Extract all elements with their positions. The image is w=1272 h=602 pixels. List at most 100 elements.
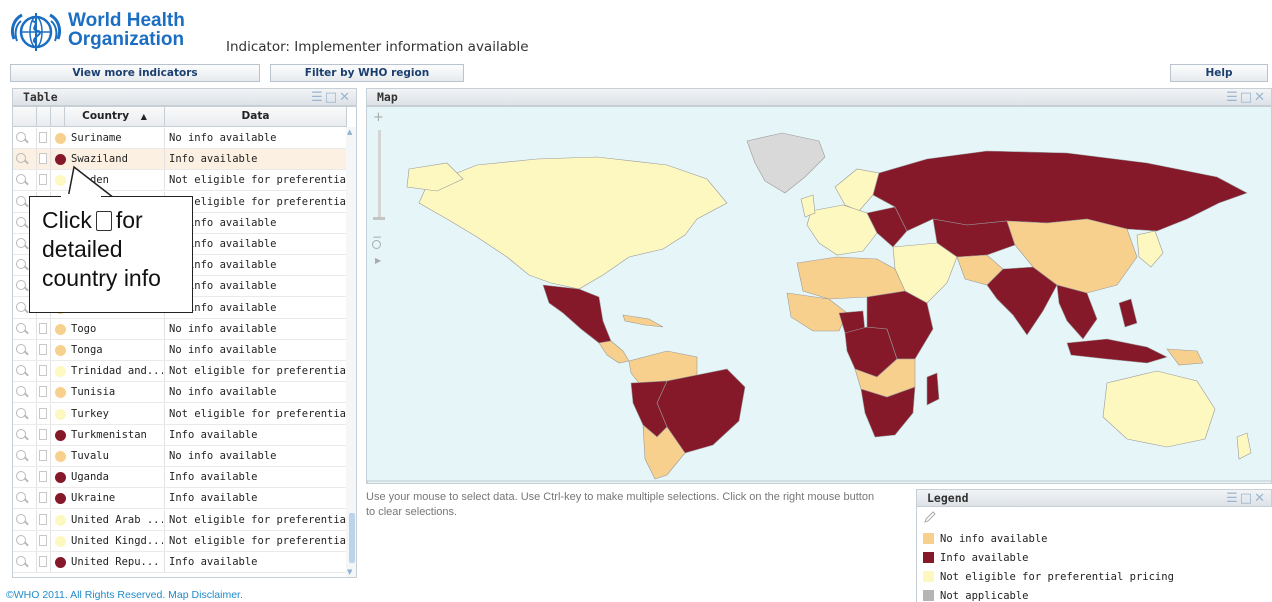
map-region-antarctica[interactable] [367, 480, 1272, 484]
menu-icon[interactable]: ☰ [1226, 90, 1240, 105]
map-region-north-america[interactable] [418, 156, 728, 290]
table-row[interactable]: United Repu...Info available [13, 552, 347, 573]
close-icon[interactable]: ✕ [339, 90, 352, 105]
scroll-thumb[interactable] [349, 513, 355, 563]
zoom-to-country-icon[interactable] [16, 280, 26, 291]
table-scrollbar[interactable]: ▲ ▼ [346, 127, 356, 577]
magnifier-icon[interactable] [372, 240, 381, 249]
zoom-to-country-icon[interactable] [16, 534, 26, 545]
map-region-caribbean[interactable] [622, 314, 664, 328]
map-region-north-africa[interactable] [796, 256, 906, 300]
country-details-icon[interactable] [39, 450, 47, 461]
map-region-west-africa[interactable] [786, 292, 848, 332]
zoom-to-country-icon[interactable] [16, 259, 26, 270]
map-region-greenland[interactable] [746, 132, 826, 194]
menu-icon[interactable]: ☰ [311, 90, 325, 105]
zoom-to-country-icon[interactable] [16, 301, 26, 312]
map-region-philippines[interactable] [1118, 298, 1138, 328]
zoom-to-country-icon[interactable] [16, 386, 26, 397]
zoom-to-country-icon[interactable] [16, 492, 26, 503]
zoom-to-country-icon[interactable] [16, 407, 26, 418]
map-region-eastern-europe[interactable] [866, 206, 908, 248]
filter-by-region-button[interactable]: Filter by WHO region [270, 64, 464, 82]
table-row[interactable]: Trinidad and...Not eligible for preferen… [13, 361, 347, 383]
map-region-western-europe[interactable] [806, 204, 878, 256]
zoom-to-country-icon[interactable] [16, 195, 26, 206]
map-region-mexico[interactable] [542, 284, 612, 344]
close-icon[interactable]: ✕ [1254, 90, 1267, 105]
scroll-down-icon[interactable]: ▼ [347, 568, 353, 576]
col-data-header[interactable]: Data [165, 107, 347, 127]
country-details-icon[interactable] [39, 132, 47, 143]
map-region-new-zealand[interactable] [1236, 432, 1252, 460]
footer-copyright[interactable]: ©WHO 2011. All Rights Reserved. Map Disc… [6, 589, 243, 601]
map-region-china[interactable] [1006, 218, 1138, 294]
country-details-icon[interactable] [39, 534, 47, 546]
country-details-icon[interactable] [39, 428, 47, 440]
table-row[interactable]: United Arab ...Not eligible for preferen… [13, 509, 347, 531]
col-country-header[interactable]: Country ▲ [65, 107, 165, 127]
zoom-to-country-icon[interactable] [16, 344, 26, 354]
zoom-to-country-icon[interactable] [16, 556, 26, 566]
country-details-icon[interactable] [39, 407, 47, 419]
map-region-japan-korea[interactable] [1136, 230, 1164, 268]
country-details-icon[interactable] [39, 556, 47, 567]
zoom-to-country-icon[interactable] [16, 322, 26, 333]
zoom-to-country-icon[interactable] [16, 174, 26, 185]
country-details-icon[interactable] [39, 344, 47, 355]
map-region-central-america[interactable] [598, 340, 630, 364]
zoom-to-country-icon[interactable] [16, 428, 26, 439]
scroll-up-icon[interactable]: ▲ [347, 128, 353, 136]
maximize-icon[interactable]: □ [324, 90, 340, 105]
country-details-icon[interactable] [39, 492, 47, 504]
zoom-to-country-icon[interactable] [16, 513, 26, 524]
zoom-to-country-icon[interactable] [16, 216, 26, 227]
map-region-southeast-asia[interactable] [1056, 284, 1098, 340]
zoom-to-country-icon[interactable] [16, 153, 26, 164]
map-region-argentina-chile[interactable] [642, 424, 686, 480]
help-button[interactable]: Help [1170, 64, 1268, 82]
country-details-icon[interactable] [39, 365, 47, 377]
close-icon[interactable]: ✕ [1254, 491, 1267, 506]
country-details-icon[interactable] [39, 471, 47, 483]
zoom-to-country-icon[interactable] [16, 238, 26, 248]
country-details-icon[interactable] [39, 322, 47, 334]
map-region-southern-africa[interactable] [860, 386, 916, 438]
maximize-icon[interactable]: □ [1239, 491, 1255, 506]
map-region-indonesia[interactable] [1066, 338, 1168, 364]
zoom-in-icon[interactable]: + [373, 110, 384, 125]
map-region-uk[interactable] [800, 194, 816, 218]
country-details-icon[interactable] [39, 513, 47, 525]
zoom-to-country-icon[interactable] [16, 471, 26, 482]
map-region-png[interactable] [1166, 348, 1204, 366]
play-icon[interactable]: ▶ [375, 256, 382, 265]
zoom-to-country-icon[interactable] [16, 365, 26, 376]
table-row[interactable]: United Kingd...Not eligible for preferen… [13, 530, 347, 552]
maximize-icon[interactable]: □ [1239, 90, 1255, 105]
menu-icon[interactable]: ☰ [1226, 491, 1240, 506]
zoom-out-icon[interactable]: − [372, 230, 383, 244]
pencil-icon[interactable] [923, 510, 937, 524]
country-details-icon[interactable] [39, 153, 47, 165]
world-map-svg[interactable] [367, 107, 1272, 484]
country-details-icon[interactable] [39, 386, 47, 398]
zoom-to-country-icon[interactable] [16, 450, 26, 460]
zoom-slider[interactable] [378, 130, 381, 220]
map-region-australia[interactable] [1102, 370, 1216, 448]
map-region-madagascar[interactable] [926, 372, 940, 406]
world-map[interactable] [366, 106, 1272, 484]
map-region-india[interactable] [986, 266, 1058, 336]
map-region-alaska[interactable] [406, 162, 464, 192]
map-region-russia[interactable] [872, 150, 1248, 232]
map-region-scandinavia[interactable] [834, 168, 880, 212]
country-details-icon[interactable] [39, 174, 47, 186]
